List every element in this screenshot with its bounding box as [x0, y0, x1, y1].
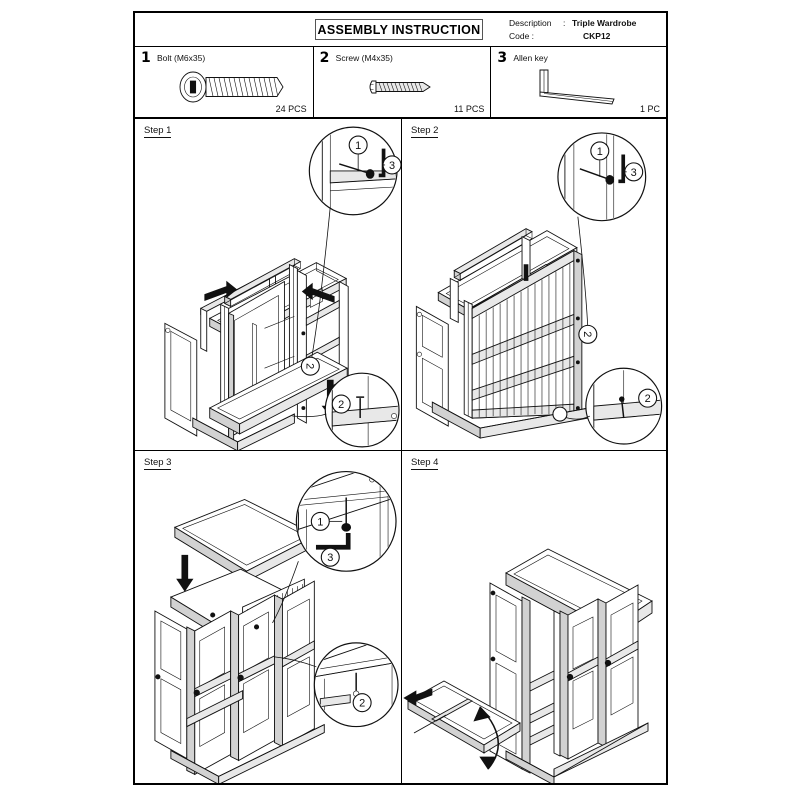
callout-badge-body: 2 — [303, 363, 315, 369]
callout-badge-3: 3 — [631, 167, 637, 179]
callout-badge-2: 2 — [359, 698, 365, 710]
callout-badge-1: 1 — [597, 146, 603, 158]
step-2-illustration: 1 3 2 — [415, 132, 663, 445]
code-label: Code : — [509, 30, 535, 41]
hex-socket-bolt-icon — [135, 65, 321, 109]
part-quantity: 24 PCS — [275, 104, 307, 114]
product-info: Description : Triple Wardrobe Code : CKP… — [509, 17, 636, 42]
step-panel-4: Step 4 — [402, 451, 666, 783]
product-code-line: Code : CKP12 — [509, 30, 636, 43]
page-title: ASSEMBLY INSTRUCTION — [317, 22, 481, 37]
part-quantity: 1 PC — [640, 104, 661, 114]
step-panel-3: Step 3 — [135, 451, 402, 783]
part-quantity: 11 PCS — [453, 104, 485, 114]
parts-list: 1 Bolt (M6x35) — [135, 47, 666, 119]
description-label: Description — [509, 18, 552, 28]
callout-badge-1: 1 — [317, 516, 323, 528]
code-value: CKP12 — [583, 30, 611, 41]
step-label: Step 2 — [411, 125, 439, 138]
callout-badge-1: 1 — [355, 140, 361, 152]
part-number: 3 — [497, 50, 508, 66]
step-panel-2: Step 2 — [402, 119, 666, 451]
instruction-sheet: ASSEMBLY INSTRUCTION Description : Tripl… — [133, 11, 668, 785]
pan-head-screw-icon — [314, 65, 491, 109]
callout-badge-3: 3 — [327, 552, 333, 564]
step-label: Step 4 — [411, 457, 439, 470]
callout-badge-3: 3 — [389, 160, 395, 172]
step-label: Step 1 — [144, 125, 172, 138]
step-4-illustration — [403, 548, 653, 783]
callout-badge-2: 2 — [338, 399, 344, 411]
allen-key-icon — [491, 65, 666, 109]
callout-badge-body: 2 — [581, 331, 593, 337]
step-panel-1: Step 1 — [135, 119, 402, 451]
step-3-illustration: 1 3 — [154, 470, 399, 783]
description-separator: : — [563, 18, 566, 28]
code-separator — [563, 30, 572, 43]
part-cell-bolt: 1 Bolt (M6x35) — [135, 47, 314, 117]
part-name: Screw (M4x35) — [335, 53, 393, 63]
sheet-title-box: ASSEMBLY INSTRUCTION — [315, 19, 483, 40]
description-value: Triple Wardrobe — [572, 18, 637, 28]
part-cell-screw: 2 Screw (M4x35) — [314, 47, 492, 117]
part-number: 2 — [319, 50, 330, 66]
step-label: Step 3 — [144, 457, 172, 470]
step-1-illustration: 1 3 2 — [164, 126, 401, 450]
part-cell-allen-key: 3 Allen key 1 PC — [491, 47, 666, 117]
part-name: Bolt (M6x35) — [157, 53, 206, 63]
sheet-header: ASSEMBLY INSTRUCTION Description : Tripl… — [135, 13, 666, 47]
product-description-line: Description : Triple Wardrobe — [509, 17, 636, 30]
part-number: 1 — [141, 50, 151, 66]
part-name: Allen key — [513, 53, 548, 63]
callout-badge-2: 2 — [645, 393, 651, 405]
steps-grid: Step 1 — [135, 119, 666, 783]
